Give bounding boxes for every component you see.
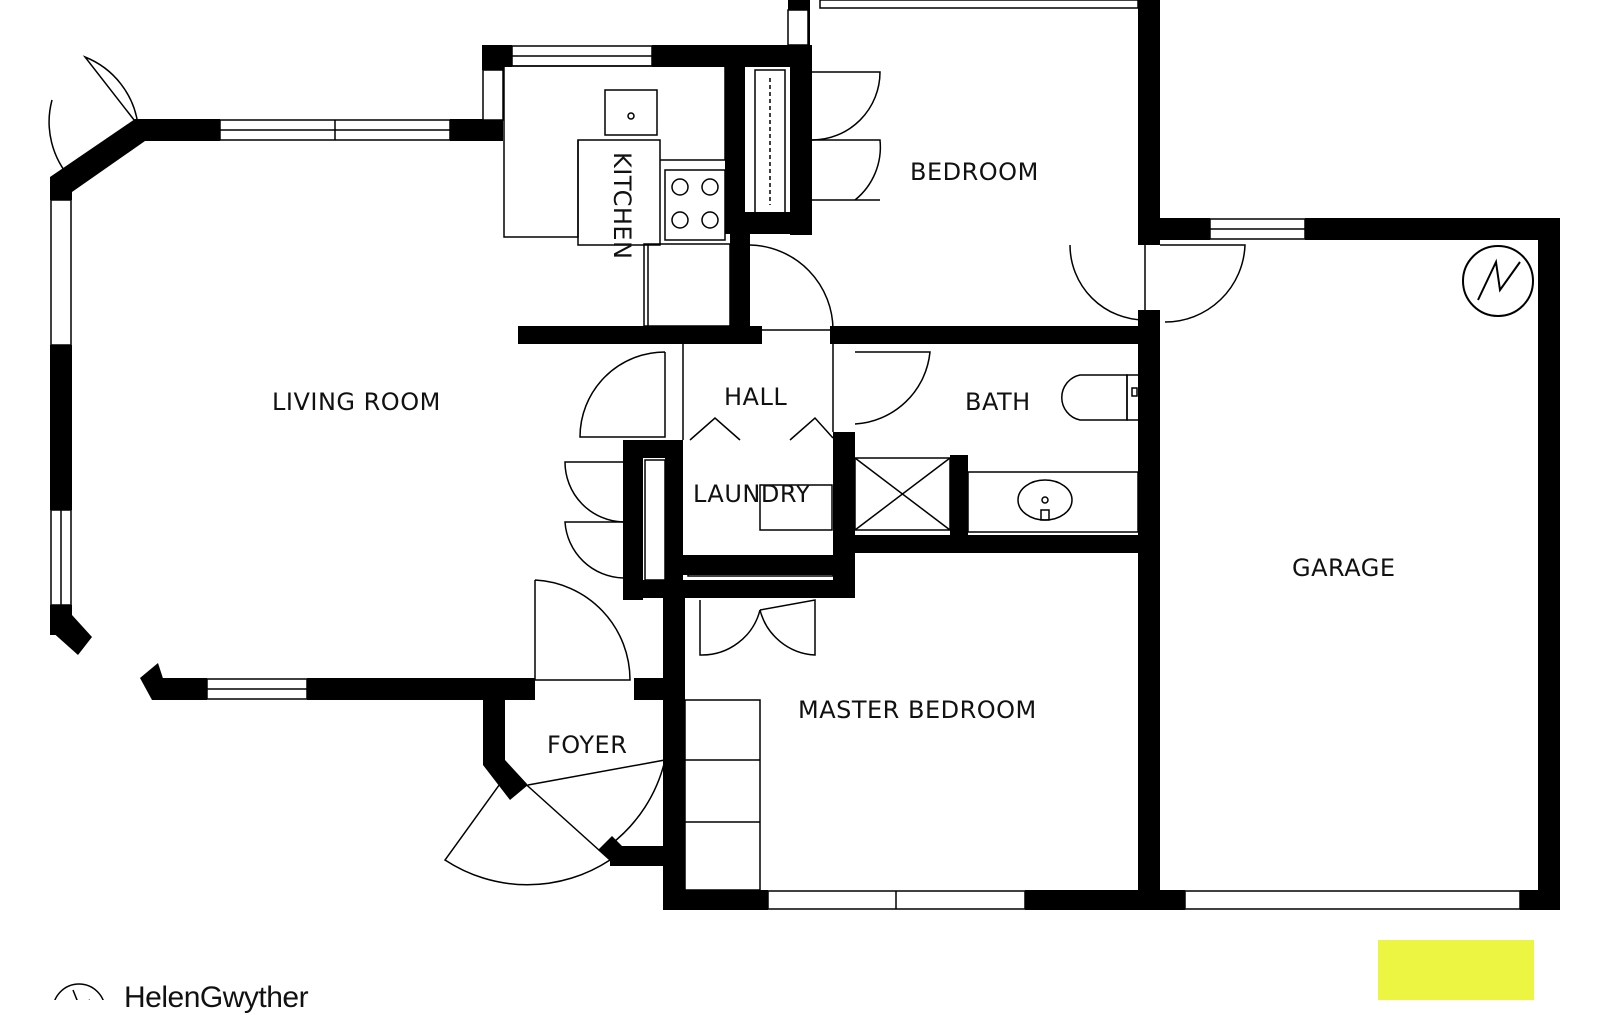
room-label-hall: HALL [724,383,787,411]
room-label-laundry: LAUNDRY [693,480,811,508]
brand-accent-block [1378,940,1534,1000]
room-label-living-room: LIVING ROOM [272,388,441,416]
doors [48,55,1246,886]
room-label-foyer: FOYER [547,731,627,759]
room-label-bedroom: BEDROOM [910,158,1039,186]
walls [50,0,1560,910]
room-label-bath: BATH [965,388,1031,416]
room-label-master-bedroom: MASTER BEDROOM [798,696,1037,724]
electrical-panel-icon [1462,245,1534,317]
brand-logo-text: HelenGwyther [124,981,309,1014]
windows [50,0,1521,910]
compass-icon [54,983,104,1000]
room-label-garage: GARAGE [1292,554,1395,582]
room-label-kitchen: KITCHEN [608,152,636,260]
fixtures [503,65,1148,891]
